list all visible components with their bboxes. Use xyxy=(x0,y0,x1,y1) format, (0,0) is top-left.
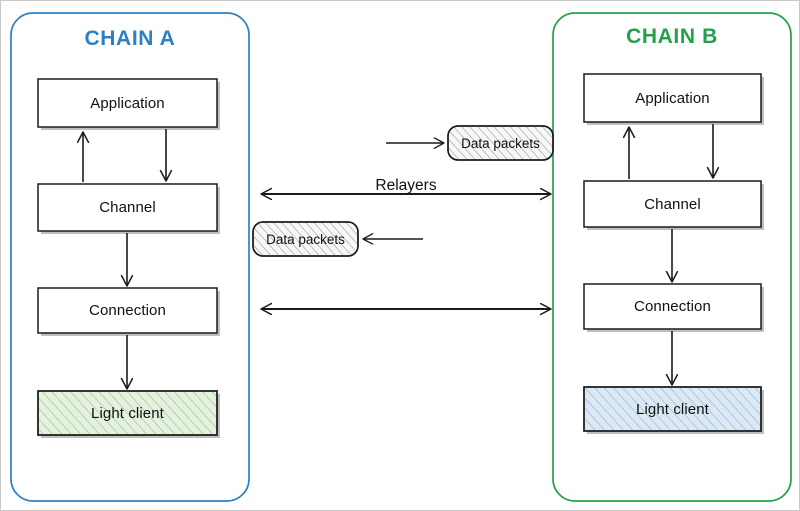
packet-inbound-arrows xyxy=(364,143,443,239)
chain-a-application-box[interactable] xyxy=(37,78,220,130)
packet-boxes xyxy=(252,125,554,257)
chain-frames xyxy=(10,12,792,502)
relayer-arrows xyxy=(262,194,550,309)
chain-a-frame[interactable] xyxy=(10,12,250,502)
chain-a-internal-arrows xyxy=(83,129,166,388)
chain-a-channel-box[interactable] xyxy=(37,183,220,234)
chain-a-title: CHAIN A xyxy=(84,27,176,50)
chain-b-light-client-box[interactable] xyxy=(583,386,764,434)
packet-top-box[interactable] xyxy=(447,125,554,161)
packet-bottom-label: Data packets xyxy=(266,231,345,247)
chain-a-light-client-box[interactable] xyxy=(37,390,220,438)
chain-b-channel-box[interactable] xyxy=(583,180,764,230)
chain-a-connection-box[interactable] xyxy=(37,287,220,336)
packet-bottom-box[interactable] xyxy=(252,221,359,257)
relayers-label: Relayers xyxy=(375,177,437,194)
chain-b-internal-arrows xyxy=(629,124,713,384)
chain-b-application-box[interactable] xyxy=(583,73,764,125)
chain-a-layer-boxes xyxy=(37,78,220,438)
chain-b-frame[interactable] xyxy=(552,12,792,502)
chain-b-layer-boxes xyxy=(583,73,764,434)
chain-b-title: CHAIN B xyxy=(626,25,718,48)
chain-b-connection-box[interactable] xyxy=(583,283,764,332)
packet-top-label: Data packets xyxy=(461,135,540,151)
